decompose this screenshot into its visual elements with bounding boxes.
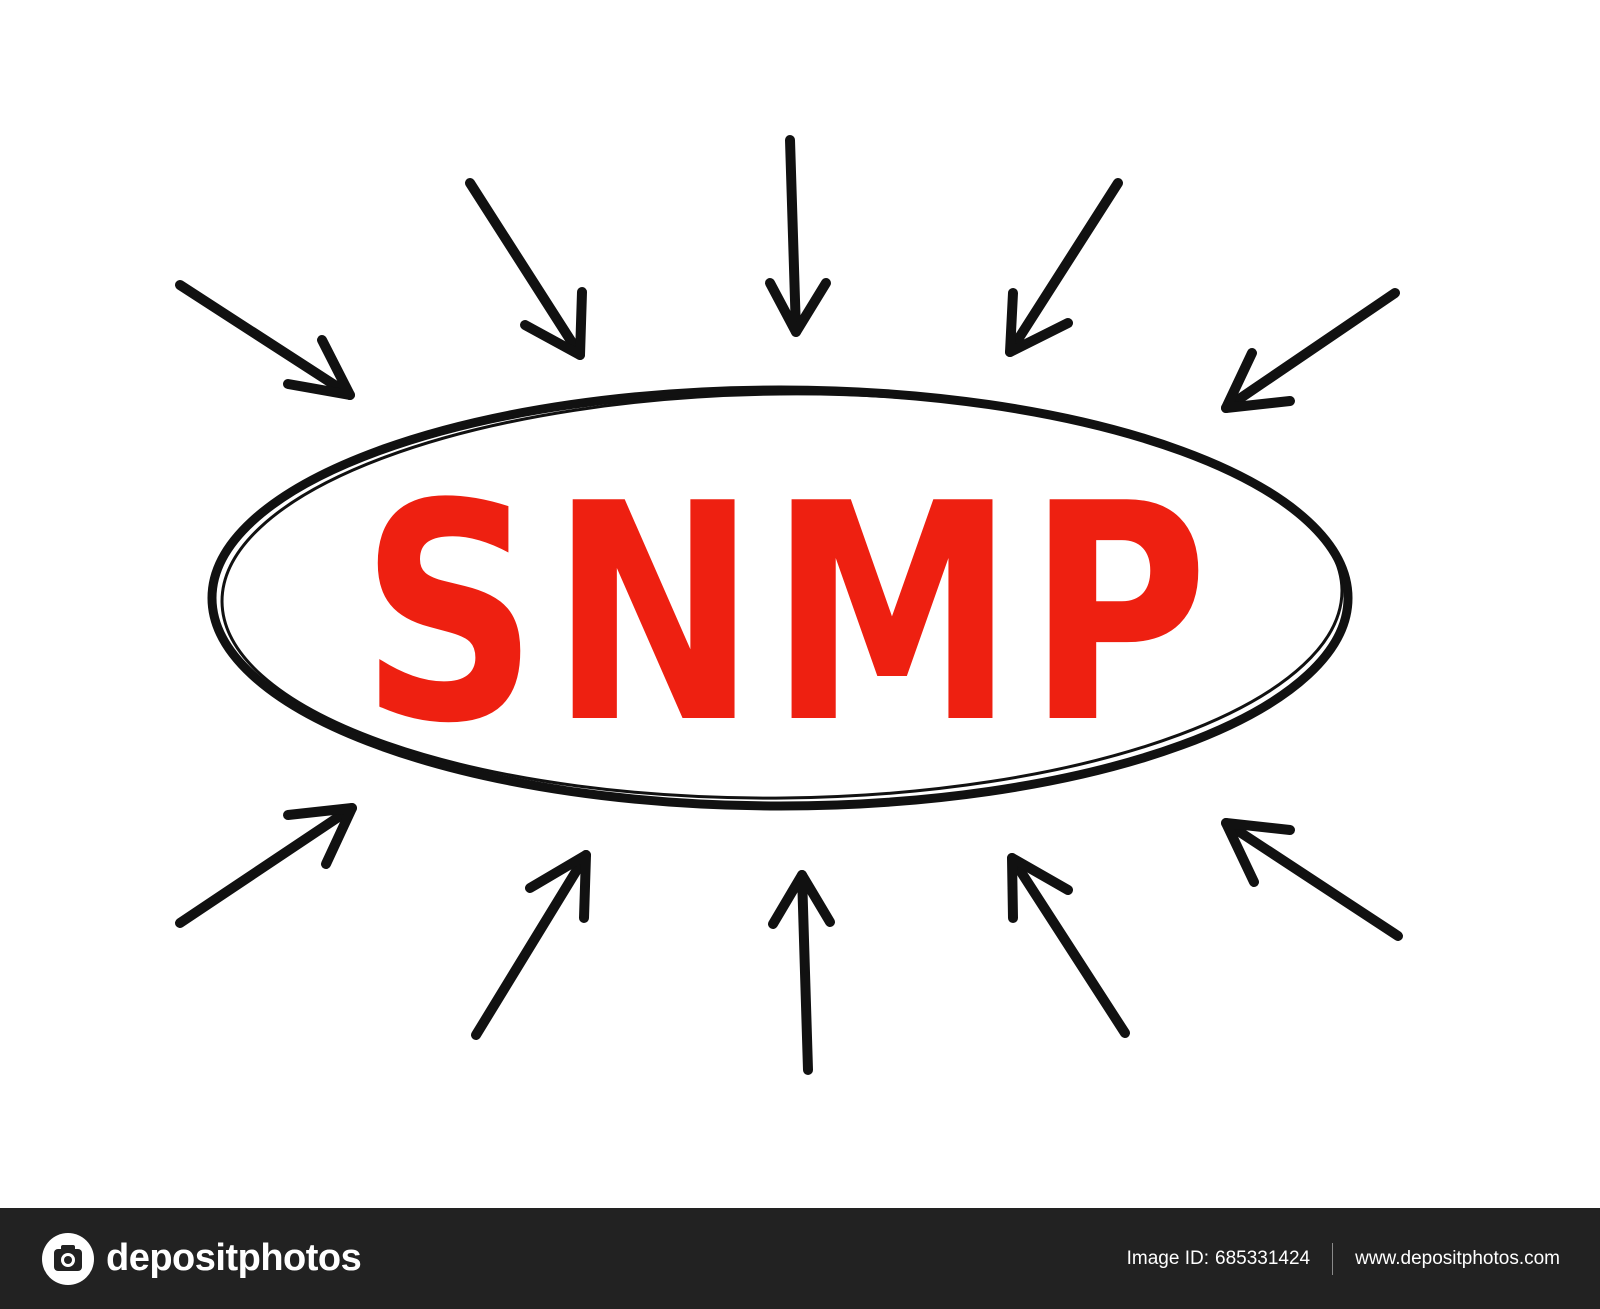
image-id-label: Image ID: (1126, 1247, 1209, 1269)
brand: depositphotos (40, 1231, 362, 1287)
arrow-top-far-right (1221, 288, 1400, 413)
ellipse-frame (207, 385, 1353, 811)
snmp-title: SNMP (360, 440, 1220, 789)
arrow-top-far-left (175, 280, 355, 400)
camera-logo-icon (42, 1232, 94, 1285)
arrow-top-left (465, 178, 587, 360)
brand-name: depositphotos (106, 1237, 362, 1279)
arrow-bottom-far-right (1221, 818, 1403, 941)
illustration: SNMP (175, 135, 1403, 1075)
watermark-footer: depositphotos Image ID: 685331424 www.de… (0, 1208, 1600, 1309)
arrow-bottom-center (768, 870, 835, 1075)
arrow-bottom-far-left (175, 803, 357, 928)
arrow-bottom-right (1007, 853, 1130, 1038)
illustration-canvas: SNMP (175, 135, 1403, 1075)
footer-divider (1332, 1242, 1334, 1275)
footer-info: Image ID: 685331424 www.depositphotos.co… (1126, 1242, 1560, 1275)
arrow-top-center (765, 135, 831, 337)
website-link[interactable]: www.depositphotos.com (1355, 1247, 1560, 1269)
image-id-value: 685331424 (1215, 1247, 1311, 1269)
arrow-top-right (1005, 178, 1123, 357)
arrow-bottom-left (471, 850, 591, 1040)
